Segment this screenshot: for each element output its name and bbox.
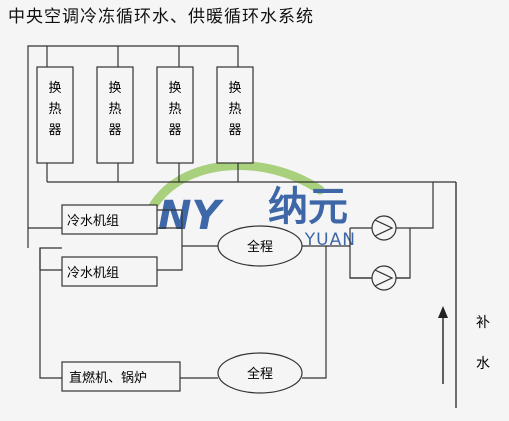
heat-exchanger-1: 换 热 器 — [36, 66, 74, 164]
exchanger-char: 热 — [168, 102, 181, 117]
exchanger-char: 器 — [228, 123, 241, 138]
exchanger-char: 器 — [168, 123, 181, 138]
exchanger-char: 换 — [108, 81, 121, 96]
exchanger-char: 换 — [168, 81, 181, 96]
exchanger-char: 热 — [228, 102, 241, 117]
exchanger-char: 热 — [108, 102, 121, 117]
full-process-unit-upper: 全程 — [217, 225, 303, 267]
chiller-label: 冷水机组 — [67, 214, 119, 229]
full-process-label: 全程 — [247, 239, 273, 255]
chiller-unit-1: 冷水机组 — [61, 204, 158, 235]
exchanger-char: 换 — [48, 81, 61, 96]
diagram-title: 中央空调冷冻循环水、供暖循环水系统 — [8, 7, 314, 27]
heat-exchanger-2: 换 热 器 — [96, 66, 134, 164]
heat-exchangers: 换 热 器 换 热 器 换 热 器 换 热 器 — [36, 66, 254, 164]
chiller-label: 冷水机组 — [67, 266, 119, 281]
makeup-water-label: 补 水 — [476, 315, 490, 372]
full-process-unit-lower: 全程 — [217, 352, 303, 394]
exchanger-char: 器 — [48, 123, 61, 138]
full-process-label: 全程 — [247, 366, 273, 382]
exchanger-char: 换 — [228, 81, 241, 96]
heat-exchanger-3: 换 热 器 — [156, 66, 194, 164]
exchanger-char: 热 — [48, 102, 61, 117]
heat-exchanger-4: 换 热 器 — [216, 66, 254, 164]
watermark-name-cn: 纳元 — [268, 184, 348, 230]
chiller-unit-2: 冷水机组 — [61, 256, 158, 287]
pump-lower-icon — [371, 265, 397, 291]
makeup-char: 水 — [476, 356, 490, 372]
boiler-unit: 直燃机、锅炉 — [61, 361, 181, 392]
watermark-ny: NY — [158, 193, 224, 239]
pump-upper-icon — [371, 215, 397, 241]
boiler-label: 直燃机、锅炉 — [69, 370, 147, 386]
makeup-water-arrow — [438, 306, 448, 384]
exchanger-char: 器 — [108, 123, 121, 138]
makeup-char: 补 — [476, 315, 490, 331]
